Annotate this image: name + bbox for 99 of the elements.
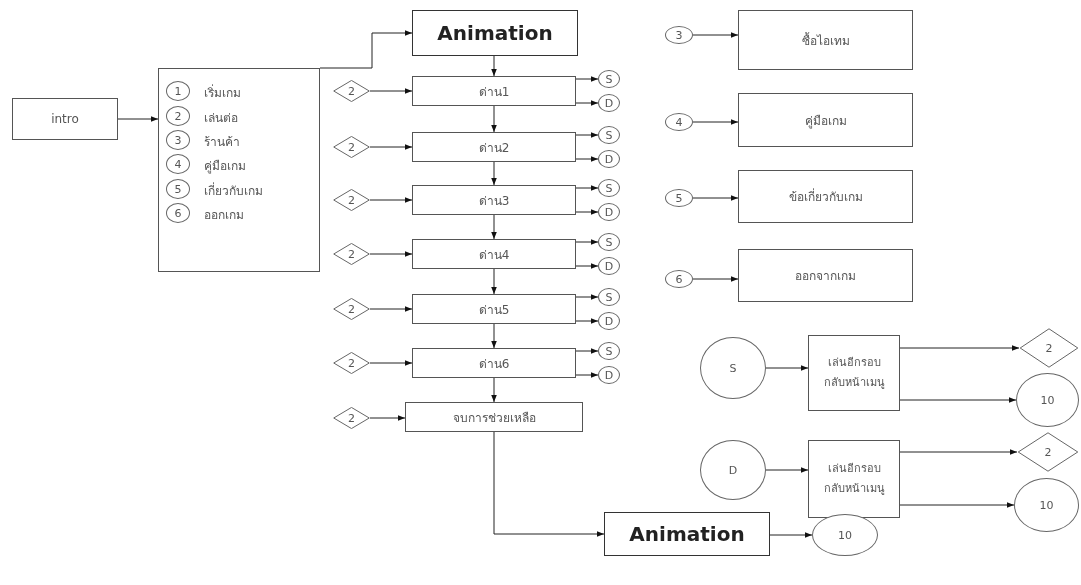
process-box: ด่าน1 — [412, 76, 576, 106]
connector-circle: 4 — [166, 154, 190, 174]
connector-circle: 1 — [166, 81, 190, 101]
connector-label: 2 — [348, 302, 355, 316]
connector-circle: D — [598, 150, 620, 168]
connector-circle: S — [598, 179, 620, 197]
connector-circle: D — [598, 366, 620, 384]
process-box: คู่มือเกม — [738, 93, 913, 147]
connector-label: 2 — [348, 411, 355, 425]
arrow — [899, 502, 1015, 508]
process-box: ข้อเกี่ยวกับเกม — [738, 170, 913, 223]
arrow — [369, 360, 413, 366]
connector-label: 2 — [1044, 445, 1052, 459]
connector-circle: S — [598, 342, 620, 360]
process-box: เล่นอีกรอบ กลับหน้าเมนู — [808, 440, 900, 518]
process-box: Animation — [604, 512, 770, 556]
connector-circle: 10 — [1016, 373, 1079, 427]
arrow — [575, 156, 599, 162]
connector-circle: 2 — [166, 106, 190, 126]
connector-circle: S — [598, 70, 620, 88]
connector-circle: D — [700, 440, 766, 500]
arrow — [491, 268, 497, 295]
connector-circle: 10 — [1014, 478, 1079, 532]
connector-circle: S — [700, 337, 766, 399]
process-box: ด่าน2 — [412, 132, 576, 162]
connector-circle: S — [598, 233, 620, 251]
arrow — [369, 415, 406, 421]
arrow — [575, 132, 599, 138]
arrow — [319, 30, 413, 69]
connector-circle: 3 — [166, 130, 190, 150]
process-box: เล่นอีกรอบ กลับหน้าเมนู — [808, 335, 900, 411]
menu-item-label: เกี่ยวกับเกม — [204, 181, 263, 200]
connector-circle: D — [598, 257, 620, 275]
connector-circle: D — [598, 203, 620, 221]
connector-circle: 5 — [166, 179, 190, 199]
connector-circle: 3 — [665, 26, 693, 44]
arrow — [491, 377, 497, 403]
process-box: ออกจากเกม — [738, 249, 913, 302]
process-box: จบการช่วยเหลือ — [405, 402, 583, 432]
arrow — [692, 119, 739, 125]
connector-label: 2 — [348, 247, 355, 261]
arrow — [575, 318, 599, 324]
connector-circle: D — [598, 312, 620, 330]
arrow — [117, 116, 159, 122]
arrow — [575, 372, 599, 378]
connector-circle: 10 — [812, 514, 878, 556]
process-box: ด่าน4 — [412, 239, 576, 269]
menu-item-label: เล่นต่อ — [204, 110, 238, 127]
arrow — [575, 76, 599, 82]
arrow — [369, 251, 413, 257]
connector-circle: 4 — [665, 113, 693, 131]
arrow — [899, 397, 1017, 403]
process-box: ด่าน3 — [412, 185, 576, 215]
arrow — [575, 239, 599, 245]
menu-item-label: ร้านค้า — [204, 134, 240, 151]
connector-label: 2 — [348, 193, 355, 207]
arrow — [765, 467, 809, 473]
connector-circle: S — [598, 126, 620, 144]
process-box: intro — [12, 98, 118, 140]
process-box: Animation — [412, 10, 578, 56]
arrow — [575, 100, 599, 106]
arrow — [369, 197, 413, 203]
menu-item-label: เริ่มเกม — [204, 83, 241, 102]
arrow — [692, 32, 739, 38]
connector-label: 2 — [348, 84, 355, 98]
arrow — [765, 365, 809, 371]
menu-item-label: ออกเกม — [204, 207, 244, 224]
process-box: ซื้อไอเทม — [738, 10, 913, 70]
menu-panel — [158, 68, 320, 272]
arrow — [575, 209, 599, 215]
connector-label: 2 — [348, 140, 355, 154]
arrow — [369, 144, 413, 150]
arrow — [575, 263, 599, 269]
arrow — [369, 88, 413, 94]
connector-circle: 5 — [665, 189, 693, 207]
arrow — [491, 161, 497, 186]
arrow — [575, 348, 599, 354]
menu-item-label: คู่มือเกม — [204, 158, 246, 175]
arrow — [369, 306, 413, 312]
arrow — [899, 345, 1020, 351]
arrow — [491, 55, 497, 77]
arrow — [692, 276, 739, 282]
connector-circle: 6 — [166, 203, 190, 223]
connector-circle: D — [598, 94, 620, 112]
arrow — [491, 214, 497, 240]
arrow — [491, 105, 497, 133]
connector-circle: 6 — [665, 270, 693, 288]
connector-circle: S — [598, 288, 620, 306]
arrow — [493, 431, 605, 537]
connector-label: 2 — [1045, 341, 1053, 355]
arrow — [769, 532, 813, 538]
process-box: ด่าน6 — [412, 348, 576, 378]
arrow — [899, 449, 1018, 455]
arrow — [692, 195, 739, 201]
arrow — [575, 185, 599, 191]
arrow — [491, 323, 497, 349]
process-box: ด่าน5 — [412, 294, 576, 324]
arrow — [575, 294, 599, 300]
connector-label: 2 — [348, 356, 355, 370]
